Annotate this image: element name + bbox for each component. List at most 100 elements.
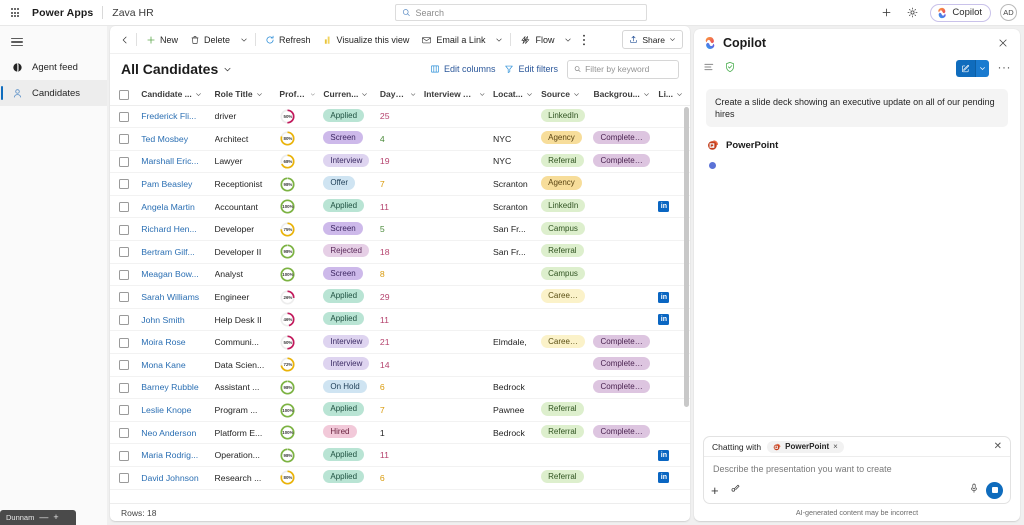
microphone-icon[interactable] bbox=[969, 481, 979, 499]
row-checkbox[interactable] bbox=[118, 473, 129, 484]
settings-gear-icon[interactable] bbox=[904, 4, 921, 21]
row-checkbox[interactable] bbox=[118, 314, 129, 325]
table-scrollbar[interactable] bbox=[684, 105, 689, 501]
compose-new-chat-icon[interactable] bbox=[955, 60, 975, 77]
row-checkbox[interactable] bbox=[118, 111, 129, 122]
delete-dropdown-chevron-icon[interactable] bbox=[236, 29, 252, 50]
column-header-role[interactable]: Role Title bbox=[210, 84, 276, 106]
add-icon[interactable] bbox=[878, 4, 895, 21]
row-checkbox[interactable] bbox=[118, 224, 129, 235]
linkedin-icon[interactable]: in bbox=[658, 472, 670, 484]
sidebar-item-candidates[interactable]: Candidates bbox=[0, 80, 107, 106]
row-checkbox[interactable] bbox=[118, 156, 129, 167]
linkedin-icon[interactable]: in bbox=[658, 201, 670, 213]
more-vertical-icon[interactable] bbox=[576, 29, 592, 50]
close-icon[interactable] bbox=[995, 35, 1011, 51]
column-header-current[interactable]: Curren... bbox=[319, 84, 376, 106]
linkedin-icon[interactable]: in bbox=[658, 314, 670, 326]
filter-keyword-box[interactable] bbox=[567, 59, 679, 79]
chevron-down-icon[interactable] bbox=[974, 60, 989, 77]
close-icon[interactable]: ✕ bbox=[993, 440, 1002, 452]
select-all-checkbox[interactable] bbox=[118, 89, 129, 100]
edit-filters-button[interactable]: Edit filters bbox=[504, 64, 558, 74]
app-launcher-icon[interactable] bbox=[0, 8, 30, 17]
row-checkbox[interactable] bbox=[118, 202, 129, 213]
candidate-link[interactable]: Richard Hen... bbox=[141, 224, 197, 235]
hamburger-menu-icon[interactable] bbox=[0, 30, 34, 54]
sidebar-item-agent-feed[interactable]: Agent feed bbox=[0, 54, 107, 80]
email-link-button[interactable]: Email a Link bbox=[415, 29, 491, 50]
visualize-view-button[interactable]: Visualize this view bbox=[317, 29, 416, 50]
candidate-link[interactable]: John Smith bbox=[141, 314, 185, 325]
candidate-link[interactable]: Sarah Williams bbox=[141, 292, 200, 303]
row-checkbox[interactable] bbox=[118, 292, 129, 303]
column-header-name[interactable]: Candidate ... bbox=[137, 84, 211, 106]
stop-send-button[interactable] bbox=[986, 481, 1003, 499]
row-checkbox[interactable] bbox=[118, 269, 129, 280]
email-dropdown-chevron-icon[interactable] bbox=[491, 29, 507, 50]
candidate-link[interactable]: Pam Beasley bbox=[141, 179, 193, 190]
app-name-label[interactable]: Zava HR bbox=[112, 6, 154, 19]
candidate-link[interactable]: Meagan Bow... bbox=[141, 269, 199, 280]
linkedin-icon[interactable]: in bbox=[658, 449, 670, 461]
flow-dropdown-chevron-icon[interactable] bbox=[560, 29, 576, 50]
minimize-icon[interactable]: — bbox=[39, 512, 49, 522]
protected-shield-icon[interactable] bbox=[724, 60, 736, 78]
search-box[interactable] bbox=[395, 4, 647, 21]
row-checkbox[interactable] bbox=[118, 134, 129, 145]
taskbar-chip[interactable]: Dunnam — + bbox=[0, 510, 76, 525]
candidate-link[interactable]: Moira Rose bbox=[141, 337, 186, 348]
row-checkbox[interactable] bbox=[118, 247, 129, 258]
copilot-toggle-button[interactable]: Copilot bbox=[930, 3, 991, 22]
candidate-link[interactable]: David Johnson bbox=[141, 472, 199, 483]
chip-remove-icon[interactable]: × bbox=[833, 442, 838, 451]
copilot-prompt-input[interactable]: Describe the presentation you want to cr… bbox=[713, 464, 892, 474]
column-header-days[interactable]: Days ... bbox=[375, 84, 420, 106]
column-header-background[interactable]: Backgrou... bbox=[589, 84, 655, 106]
more-horizontal-icon[interactable]: ··· bbox=[997, 59, 1011, 74]
arrow-left-icon[interactable] bbox=[117, 29, 133, 50]
filter-keyword-input[interactable] bbox=[585, 64, 672, 74]
row-checkbox[interactable] bbox=[118, 427, 129, 438]
candidate-link[interactable]: Frederick Fli... bbox=[141, 111, 197, 122]
column-header-interview-availability[interactable]: Interview Av... bbox=[419, 84, 489, 106]
column-header-profile[interactable]: Profile... bbox=[275, 84, 320, 106]
refresh-button[interactable]: Refresh bbox=[259, 29, 317, 50]
candidate-link[interactable]: Neo Anderson bbox=[141, 427, 197, 438]
new-button[interactable]: New bbox=[140, 29, 184, 50]
column-header-source[interactable]: Source bbox=[537, 84, 590, 106]
chatting-with-chip[interactable]: PowerPoint × bbox=[767, 440, 844, 453]
avatar[interactable]: AD bbox=[1000, 4, 1017, 21]
row-checkbox[interactable] bbox=[118, 337, 129, 348]
add-attachment-icon[interactable]: + bbox=[711, 482, 719, 498]
candidate-link[interactable]: Ted Mosbey bbox=[141, 133, 189, 144]
candidate-link[interactable]: Maria Rodrig... bbox=[141, 450, 199, 461]
candidate-link[interactable]: Bertram Gilf... bbox=[141, 246, 195, 257]
linkedin-icon[interactable]: in bbox=[658, 291, 670, 303]
search-input[interactable] bbox=[415, 7, 640, 18]
add-icon[interactable]: + bbox=[53, 512, 59, 522]
candidate-link[interactable]: Leslie Knope bbox=[141, 405, 192, 416]
column-header-linkedin[interactable]: Li... bbox=[654, 84, 690, 106]
candidate-link[interactable]: Barney Rubble bbox=[141, 382, 199, 393]
edit-columns-button[interactable]: Edit columns bbox=[430, 64, 495, 74]
candidate-link[interactable]: Mona Kane bbox=[141, 359, 186, 370]
column-header-location[interactable]: Locat... bbox=[488, 84, 538, 106]
row-checkbox[interactable] bbox=[118, 360, 129, 371]
chat-history-icon[interactable] bbox=[703, 60, 715, 78]
